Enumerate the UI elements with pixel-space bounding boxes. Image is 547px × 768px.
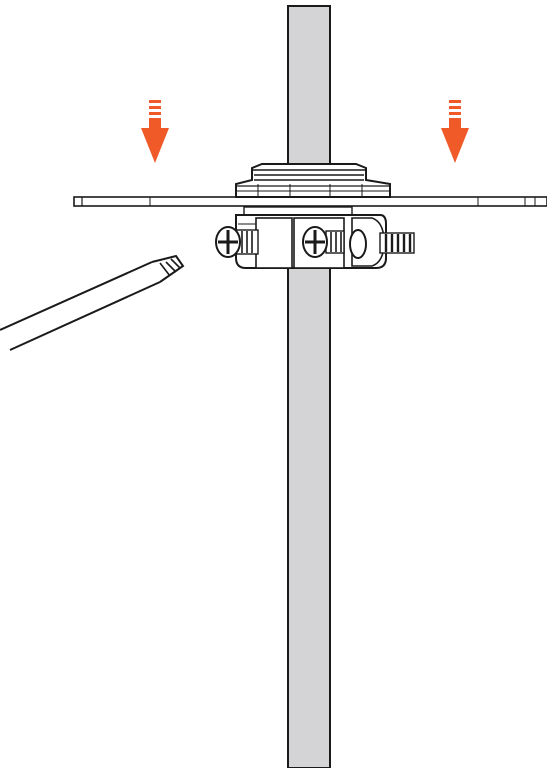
mounting-plate: [73, 196, 547, 207]
clamp-screw-middle: [302, 226, 345, 258]
vertical-pipe: [287, 5, 331, 768]
clamp-screw-right: [349, 229, 415, 259]
down-arrow-icon: [441, 100, 469, 163]
gland-nut: [235, 163, 391, 198]
clamp-screw-left: [215, 226, 259, 258]
screwdriver-icon: [0, 254, 185, 351]
down-arrow-icon: [141, 100, 169, 163]
